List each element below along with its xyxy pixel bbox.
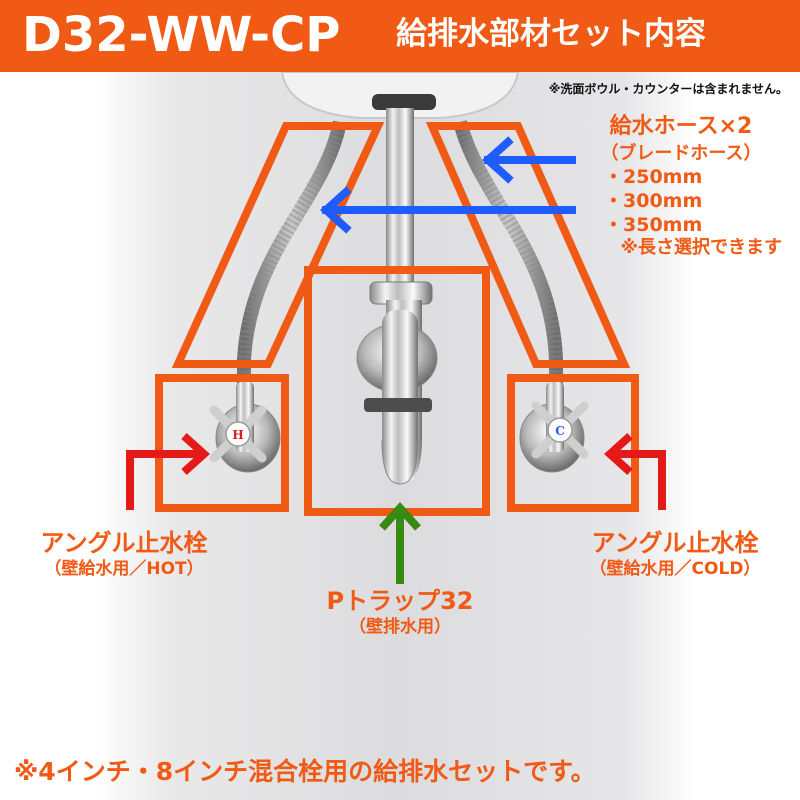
trap-u (381, 439, 419, 485)
hose-option: ・350mm (604, 213, 703, 236)
hose-length-note: ※長さ選択できます (620, 237, 783, 259)
valve-cold-handle: C (531, 401, 589, 459)
hose-label: 給水ホース×2 （ブレードホース） ・250mm ・300mm ・350mm ※… (566, 114, 796, 259)
svg-text:C: C (555, 424, 565, 438)
valve-hot-title: アングル止水栓 (40, 529, 208, 557)
hose-right-frame (425, 122, 631, 368)
drain-collar (372, 94, 436, 110)
trap-clamp (364, 398, 432, 412)
footer-note: ※4インチ・8インチ混合栓用の給排水セットです。 (14, 757, 596, 786)
valve-cold-title: アングル止水栓 (591, 529, 759, 557)
hose-left-frame (171, 122, 385, 368)
hose-title: 給水ホース×2 (609, 114, 753, 139)
valve-cold-subtitle: （壁給水用／COLD） (589, 559, 761, 579)
arrow-blue-upper (482, 136, 576, 184)
valve-cold-label: アングル止水栓 （壁給水用／COLD） (550, 528, 800, 580)
arrow-red-cold (604, 433, 666, 510)
trap-subtitle: （壁排水用） (349, 617, 451, 637)
valve-hot-frame (155, 374, 289, 512)
svg-text:H: H (232, 428, 243, 442)
product-code: D32-WW-CP (22, 7, 341, 63)
trap-tube-front (382, 310, 418, 460)
hose-subtitle: （ブレードホース） (600, 143, 762, 165)
valve-hot-label: アングル止水栓 （壁給水用／HOT） (0, 528, 248, 580)
arrow-red-hot (126, 433, 210, 510)
drain-pipe (386, 108, 414, 288)
hose-left-weave (237, 120, 347, 388)
arrow-blue-lower (320, 186, 576, 234)
hose-option: ・250mm (604, 165, 703, 188)
hose-right (453, 120, 563, 388)
hose-option: ・300mm (604, 189, 703, 212)
header-bar: D32-WW-CP 給排水部材セット内容 (0, 0, 800, 72)
exclusion-note: ※洗面ボウル・カウンターは含まれません。 (548, 82, 788, 96)
valve-hot-subtitle: （壁給水用／HOT） (44, 559, 204, 579)
header-title: 給排水部材セット内容 (396, 16, 706, 52)
trap-label: Pトラップ32 （壁排水用） (280, 586, 520, 638)
trap-title: Pトラップ32 (326, 587, 474, 615)
arrow-green-trap (379, 502, 421, 584)
valve-cold-frame (507, 374, 639, 512)
product-photo: H C (96, 72, 696, 800)
valve-hot-handle: H (209, 405, 267, 463)
